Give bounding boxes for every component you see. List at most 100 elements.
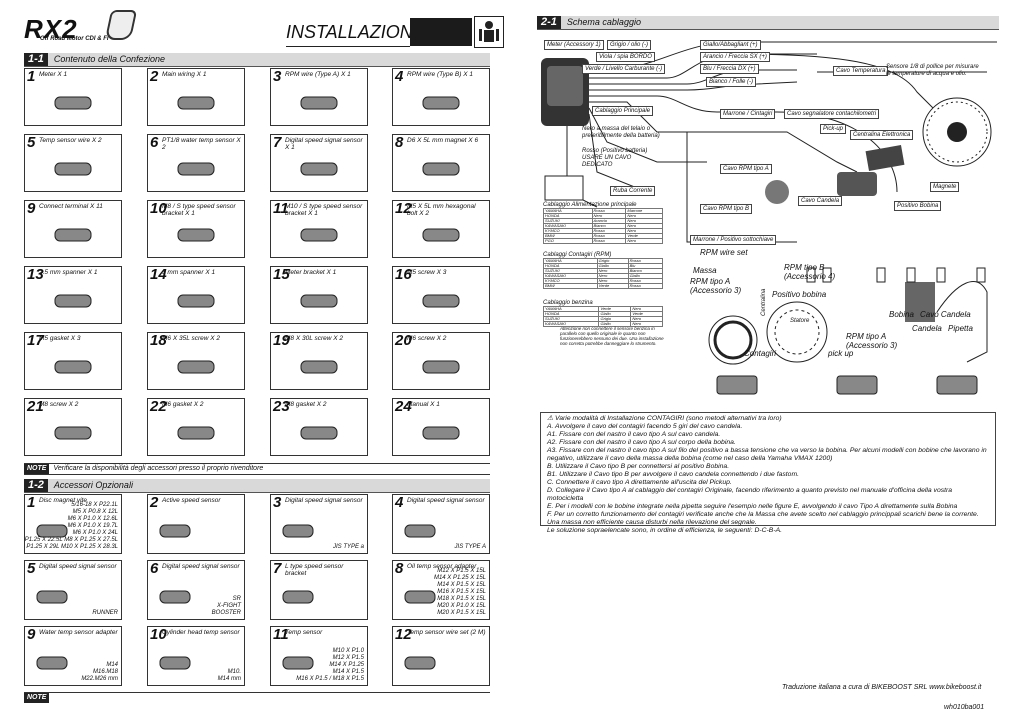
- part-illustration-icon: [36, 590, 68, 604]
- label-marrone-cintagiri: Marrone / Cintagiri: [720, 109, 776, 119]
- instruction-line: Le soluzione sopraelencate sono, in ordi…: [547, 527, 783, 534]
- item-number: 8: [395, 560, 404, 577]
- page-title: INSTALLAZIONE: [286, 22, 425, 47]
- table3-title: Cablaggio benzina: [543, 300, 593, 306]
- item-label: M6 gasket X 2: [162, 401, 204, 408]
- part-illustration-icon: [422, 162, 460, 176]
- part-illustration-icon: [54, 426, 92, 440]
- item-number: 23: [273, 398, 290, 415]
- label-sensore-note: Sensore 1/8 di pollice per misurare le t…: [886, 64, 979, 77]
- table1-title: Cablaggio Alimentazione principale: [543, 202, 637, 208]
- label-positivo-bobina: Positivo Bobina: [894, 201, 942, 211]
- part-illustration-icon: [159, 656, 191, 670]
- item-number: 7: [273, 560, 282, 577]
- part-illustration-icon: [300, 360, 338, 374]
- item-spec-note: SR X-FIGHT BOOSTER: [211, 596, 241, 616]
- item-spec-note: JIS TYPE A: [454, 544, 486, 550]
- part-illustration-icon: [177, 360, 215, 374]
- item-label: PT1/8 water temp sensor X 2: [162, 137, 241, 151]
- part-illustration-icon: [54, 360, 92, 374]
- item-number: 19: [273, 332, 290, 349]
- part-illustration-icon: [282, 590, 314, 604]
- item-number: 9: [27, 626, 36, 643]
- coil-illustration: [837, 172, 877, 196]
- item-number: 1: [27, 494, 36, 511]
- part-illustration-icon: [54, 162, 92, 176]
- item-number: 2: [150, 68, 159, 85]
- warning-text: Attenzione non connettere il sensore ben…: [560, 326, 664, 346]
- ecu-illustration: [865, 145, 905, 171]
- label-contagiri: Contagiri: [744, 349, 777, 358]
- part-illustration-icon: [159, 524, 191, 538]
- stator-illustration: [766, 301, 828, 363]
- label-pick-up: pick up: [828, 349, 854, 358]
- label-bobina: Bobina: [889, 310, 914, 319]
- item-number: 11: [273, 626, 289, 643]
- label-bianco: Bianco / Folle (-): [706, 77, 757, 87]
- instruction-line: A1. Fissare con del nastro il cavo tipo …: [547, 431, 721, 438]
- item-label: 2.5 mm spanner X 1: [39, 269, 98, 276]
- label-magnete: Magnete: [930, 182, 960, 192]
- label-massa: Massa: [693, 266, 717, 275]
- item-label: Active speed sensor: [162, 497, 221, 504]
- item-label: D6 X 5L mm magnet X 6: [407, 137, 479, 144]
- label-rpm-tipo-b: RPM tipo B (Accessorio 4): [784, 263, 836, 281]
- item-number: 10: [150, 626, 167, 643]
- item-label: Meter bracket X 1: [285, 269, 337, 276]
- item-number: 21: [27, 398, 44, 415]
- label-cavo-candela: Cavo Candela: [798, 196, 843, 206]
- part-illustration-icon: [36, 524, 68, 538]
- item-number: 7: [273, 134, 282, 151]
- item-label: Digital speed signal sensor X 1: [285, 137, 363, 151]
- label-blu: Blu / Freccia DX (+): [700, 64, 759, 74]
- item-number: 2: [150, 494, 159, 511]
- item-label: Meter X 1: [39, 71, 68, 78]
- document-code: wh010ba001: [944, 704, 985, 711]
- part-illustration-icon: [300, 294, 338, 308]
- item-label: M5 X 5L mm hexagonal bolt X 2: [407, 203, 476, 217]
- label-verde: Verde / Livello Carburante (-): [582, 64, 666, 74]
- title-bar: [410, 18, 472, 46]
- instructions-heading: ⚠ Varie modalità di Installazione CONTAG…: [547, 415, 782, 422]
- item-number: 9: [27, 200, 36, 217]
- item-label: 3 mm spanner X 1: [162, 269, 216, 276]
- translation-credit: Traduzione italiana a cura di BIKEBOOST …: [782, 684, 982, 691]
- label-rpm-tipo-a2: RPM tipo A (Accessorio 3): [846, 332, 898, 350]
- section-label: Contenuto della Confezione: [53, 54, 165, 64]
- spark-plug-cable: [936, 281, 988, 363]
- mechanic-tools-icon: [474, 16, 504, 48]
- label-cablaggio-principale: Cablaggio Principale: [592, 106, 654, 116]
- label-cavo-rpm-a: Cavo RPM tipo A: [720, 164, 772, 174]
- label-cavo-segnalatore: Cavo segnalatore contachilometri: [784, 109, 880, 119]
- instruction-line: B. Utilizzare il Cavo tipo B per connett…: [547, 463, 730, 470]
- item-number: 4: [395, 68, 404, 85]
- part-illustration-icon: [177, 228, 215, 242]
- section-number: 2-1: [537, 16, 561, 29]
- part-illustration-icon: [300, 162, 338, 176]
- item-label: M8 / S type speed sensor bracket X 1: [162, 203, 236, 217]
- item-label: Main wiring X 1: [162, 71, 207, 78]
- item-label: Temp sensor wire set (2 M): [407, 629, 486, 636]
- part-illustration-icon: [404, 524, 436, 538]
- item-label: M8 screw X 2: [39, 401, 79, 408]
- item-number: 22: [150, 398, 167, 415]
- item-label: M5 screw X 3: [407, 269, 447, 276]
